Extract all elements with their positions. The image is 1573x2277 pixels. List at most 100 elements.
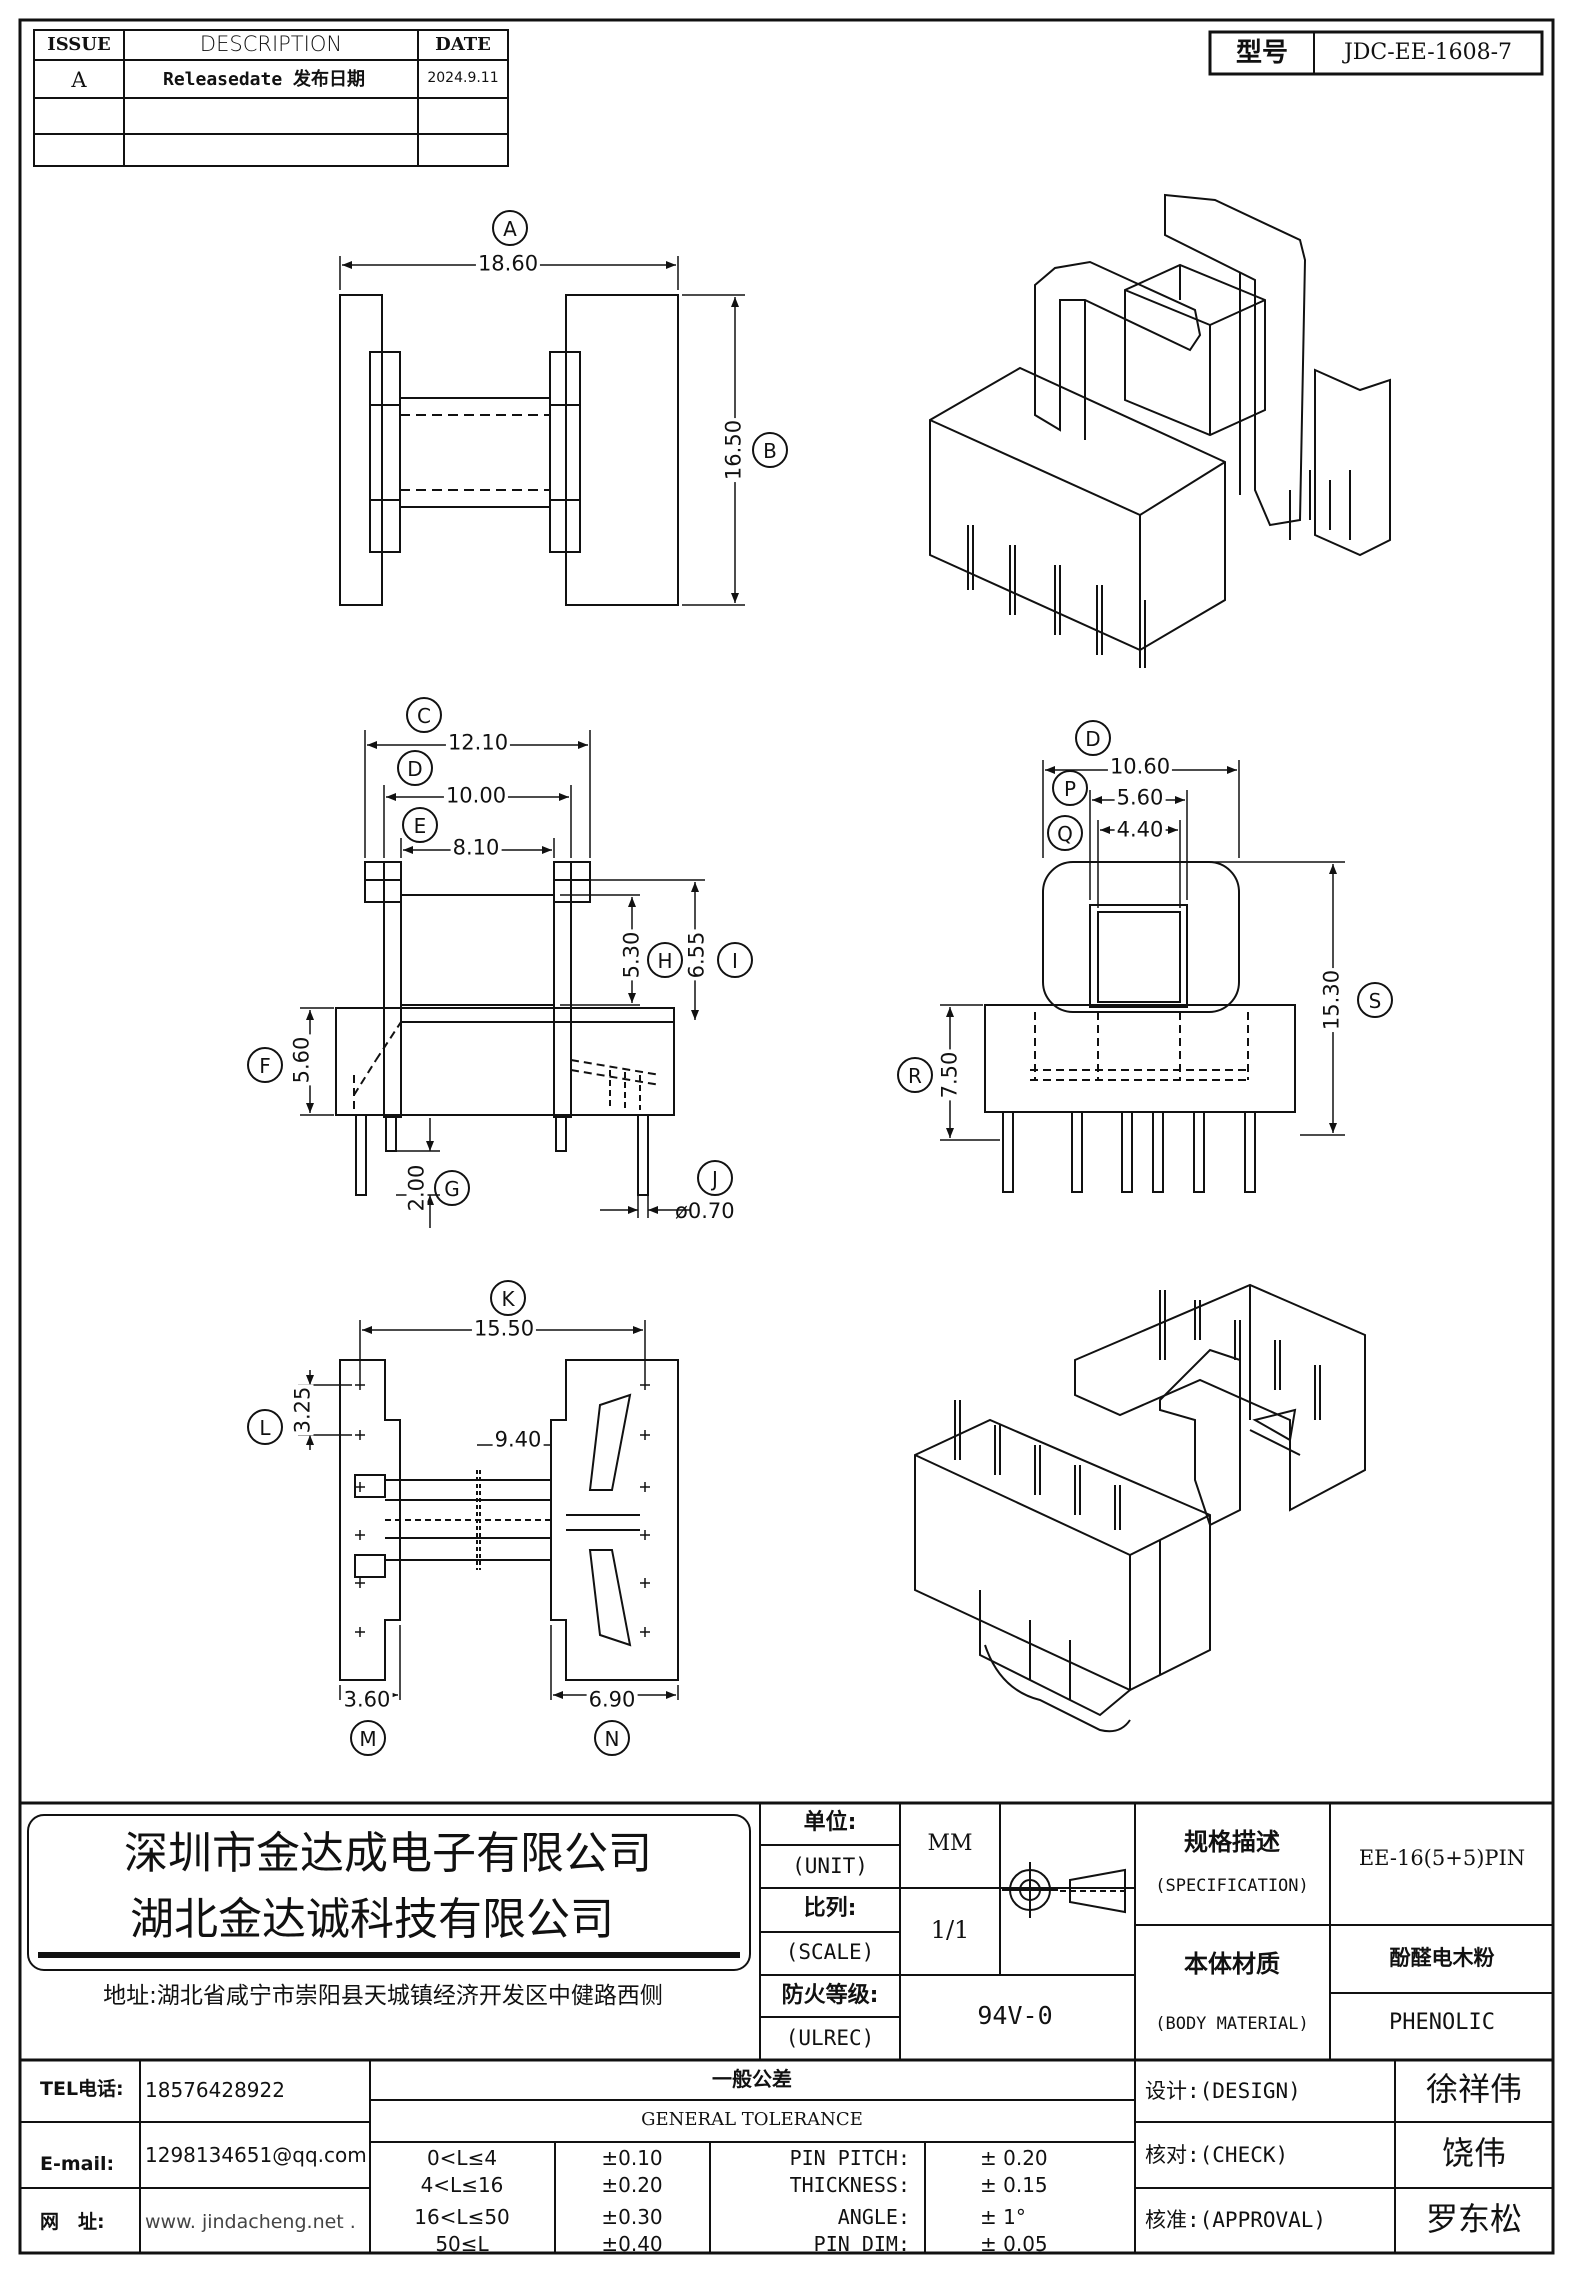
projection-symbol xyxy=(1002,1862,1130,1918)
tolerance-range: 4<L≤16 xyxy=(420,2173,504,2197)
bottom-view xyxy=(339,1359,679,1681)
dim-value-L: 3.25 xyxy=(290,1384,315,1436)
model-value: JDC-EE-1608-7 xyxy=(1343,40,1513,65)
dim-value-F: 5.60 xyxy=(289,1034,314,1086)
material-value-cn: 酚醛电木粉 xyxy=(1389,1946,1495,1970)
dim-letter-H: H xyxy=(657,949,673,973)
design-label: 设计:(DESIGN) xyxy=(1145,2079,1301,2103)
dim-letter-F: F xyxy=(259,1054,271,1078)
tolerance-item-value: ± 1° xyxy=(980,2205,1026,2229)
tolerance-item-value: ± 0.05 xyxy=(980,2232,1048,2256)
tolerance-value: ±0.10 xyxy=(601,2146,663,2170)
dim-value-D2: 10.60 xyxy=(1107,754,1173,779)
tolerance-item-value: ± 0.15 xyxy=(980,2173,1048,2197)
approval-name: 罗东松 xyxy=(1425,2200,1523,2238)
isometric-top-view xyxy=(929,193,1391,668)
spec-label-cn: 规格描述 xyxy=(1184,1828,1280,1856)
company-name-2: 湖北金达诚科技有限公司 xyxy=(130,1894,614,1945)
dim-letter-I: I xyxy=(732,949,738,973)
dim-value-B: 16.50 xyxy=(721,417,746,483)
revision-header-description: DESCRIPTION xyxy=(199,32,343,56)
tolerance-value: ±0.20 xyxy=(601,2173,663,2197)
tolerance-title-en: GENERAL TOLERANCE xyxy=(641,2109,863,2130)
tel-value: 18576428922 xyxy=(145,2078,285,2102)
spec-label-en: (SPECIFICATION) xyxy=(1155,1876,1309,1896)
side-view xyxy=(984,861,1296,1193)
tolerance-item-name: PIN DIM: xyxy=(813,2232,910,2256)
web-label: 网 址: xyxy=(40,2211,105,2233)
bottom-view-pin-marks xyxy=(355,1380,650,1637)
tolerance-item-name: PIN PITCH: xyxy=(789,2146,910,2170)
check-label: 核对:(CHECK) xyxy=(1145,2143,1289,2167)
model-label: 型号 xyxy=(1235,38,1289,68)
dim-letter-K: K xyxy=(501,1287,515,1311)
check-name: 饶伟 xyxy=(1441,2134,1507,2172)
dim-value-C: 12.10 xyxy=(445,730,511,755)
design-name: 徐祥伟 xyxy=(1425,2070,1523,2108)
tolerance-item-name: THICKNESS: xyxy=(789,2173,910,2197)
dim-letter-L: L xyxy=(259,1416,271,1440)
tolerance-range: 50≤L xyxy=(435,2232,489,2256)
dim-value-K: 15.50 xyxy=(471,1316,537,1341)
web-value: www. jindacheng.net . xyxy=(145,2211,356,2233)
dim-value-S: 15.30 xyxy=(1319,967,1344,1033)
dim-value-Q: 4.40 xyxy=(1114,817,1166,842)
dim-letter-G: G xyxy=(444,1177,460,1201)
revision-header-issue: ISSUE xyxy=(47,34,111,55)
dim-value-M: 3.60 xyxy=(341,1687,393,1712)
dim-value-E: 8.10 xyxy=(450,835,502,860)
dim-value-I: 6.55 xyxy=(684,929,709,981)
dim-letter-R: R xyxy=(908,1064,922,1088)
material-label-cn: 本体材质 xyxy=(1184,1950,1280,1978)
dim-value-hole: 9.40 xyxy=(492,1427,544,1452)
dim-value-A: 18.60 xyxy=(475,251,541,276)
dim-value-N: 6.90 xyxy=(586,1687,638,1712)
fire-label-cn: 防火等级: xyxy=(781,1983,879,2008)
tolerance-range: 16<L≤50 xyxy=(414,2205,510,2229)
tolerance-item-value: ± 0.20 xyxy=(980,2146,1048,2170)
email-value: 1298134651@qq.com xyxy=(145,2143,367,2167)
top-view xyxy=(339,294,679,606)
dim-value-J: ø0.70 xyxy=(675,1199,735,1223)
scale-label-cn: 比列: xyxy=(803,1896,857,1921)
tel-label: TEL电话: xyxy=(40,2078,124,2100)
approval-label: 核准:(APPROVAL) xyxy=(1145,2208,1327,2232)
revision-header-date: DATE xyxy=(435,34,491,55)
email-label: E-mail: xyxy=(40,2153,115,2175)
unit-value: MM xyxy=(927,1831,973,1856)
dim-letter-D: D xyxy=(407,757,423,781)
dim-value-R: 7.50 xyxy=(937,1049,962,1101)
material-label-en: (BODY MATERIAL) xyxy=(1155,2014,1309,2034)
dim-letter-Q: Q xyxy=(1057,822,1073,846)
dim-letter-E: E xyxy=(413,814,427,838)
dim-letter-M: M xyxy=(359,1727,377,1751)
material-value-en: PHENOLIC xyxy=(1389,2010,1495,2035)
dim-letter-A: A xyxy=(503,217,517,241)
dim-letter-N: N xyxy=(604,1727,620,1751)
revision-row-date: 2024.9.11 xyxy=(427,70,499,86)
model-box-grid xyxy=(1208,30,1544,76)
sheet-border xyxy=(18,18,1555,2255)
tolerance-value: ±0.30 xyxy=(601,2205,663,2229)
unit-label-en: (UNIT) xyxy=(792,1854,868,1878)
isometric-bottom-view xyxy=(914,1283,1366,1733)
tolerance-item-name: ANGLE: xyxy=(837,2205,910,2229)
tolerance-range: 0<L≤4 xyxy=(426,2146,498,2170)
unit-label-cn: 单位: xyxy=(803,1810,857,1835)
dim-letter-S: S xyxy=(1368,989,1382,1013)
tolerance-title-cn: 一般公差 xyxy=(712,2067,792,2091)
scale-label-en: (SCALE) xyxy=(785,1940,875,1964)
fire-label-en: (ULREC) xyxy=(785,2026,875,2050)
callout-circles xyxy=(247,210,1393,1756)
spec-value: EE-16(5+5)PIN xyxy=(1358,1846,1526,1870)
company-address: 地址:湖北省咸宁市崇阳县天城镇经济开发区中健路西侧 xyxy=(103,1983,663,2009)
dim-letter-D2: D xyxy=(1085,727,1101,751)
revision-row-description: Releasedate 发布日期 xyxy=(162,69,366,90)
dim-letter-B: B xyxy=(763,439,777,463)
title-block-grid xyxy=(20,1801,1553,2253)
dim-value-H: 5.30 xyxy=(619,929,644,981)
revision-table-grid xyxy=(33,29,509,167)
dim-letter-J: J xyxy=(712,1167,718,1191)
dim-value-D: 10.00 xyxy=(443,783,509,808)
revision-row-issue: A xyxy=(71,68,87,92)
